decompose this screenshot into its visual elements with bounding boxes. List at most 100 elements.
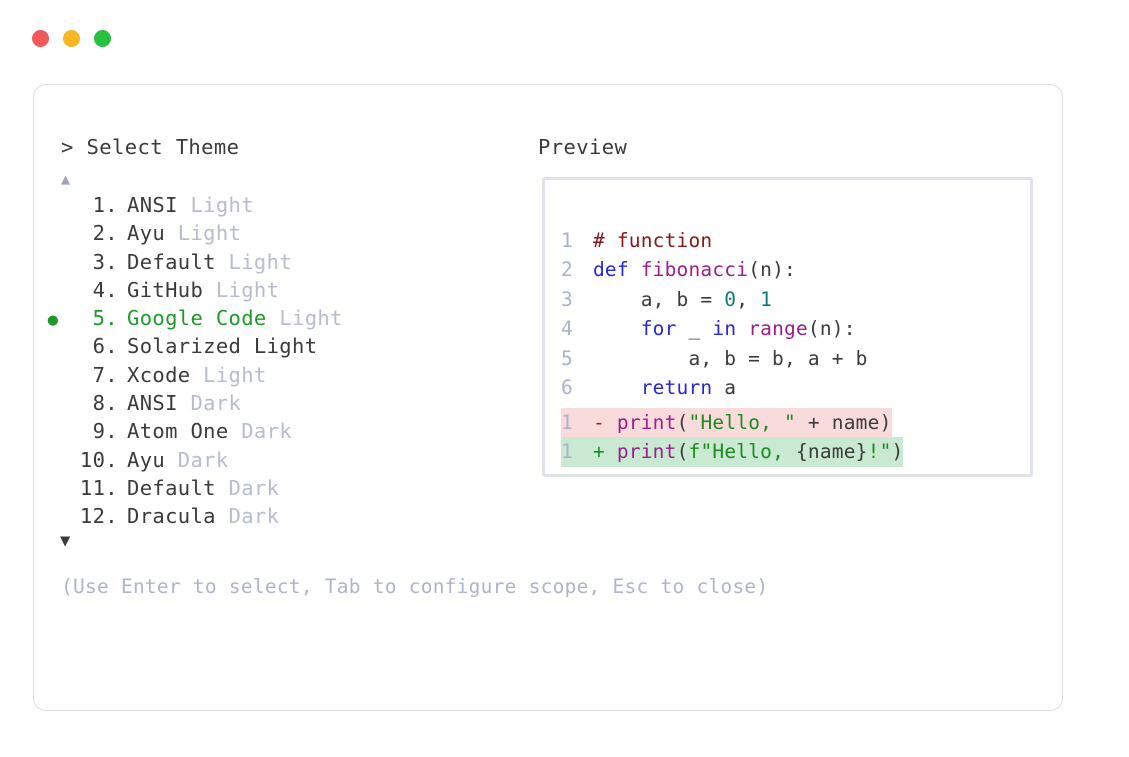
theme-variant-tag: Light: [165, 221, 242, 246]
code-token: # function: [592, 229, 713, 252]
code-token: print: [616, 440, 677, 464]
theme-name: Default: [127, 475, 216, 500]
code-token: _: [676, 317, 713, 341]
theme-selector-card: > Select Theme Preview ▲ ●1.ANSI Light●2…: [33, 84, 1063, 711]
theme-list-item[interactable]: ●7.Xcode Light: [34, 363, 524, 391]
theme-name: GitHub: [127, 277, 204, 302]
line-number: 5: [561, 346, 573, 370]
window-titlebar: [32, 30, 111, 47]
code-token: ,: [736, 287, 761, 311]
theme-variant-tag: Dark: [177, 391, 242, 416]
theme-name: ANSI: [127, 193, 178, 217]
theme-list-item[interactable]: ● 8. ANSI Dark: [34, 391, 524, 419]
code-token: 0: [724, 287, 737, 311]
line-number: 1: [561, 229, 573, 252]
theme-index: 8.: [92, 391, 118, 416]
selected-bullet-icon: ●: [34, 508, 72, 528]
theme-variant-tag: Light: [266, 306, 343, 331]
theme-list-panel: ▲ ●1.ANSI Light●2.Ayu Light●3.Default Li…: [34, 171, 524, 555]
theme-index: 1.: [92, 193, 118, 217]
theme-list-item[interactable]: ●3.Default Light: [34, 250, 524, 278]
selected-bullet-icon: ●: [34, 254, 72, 274]
code-token: 1: [760, 287, 773, 311]
theme-index: 7.: [92, 362, 118, 387]
code-token: a, b = b, a + b: [592, 346, 868, 370]
theme-list-item[interactable]: ●9.Atom One Dark: [34, 419, 524, 447]
code-token: {name}: [795, 440, 868, 464]
theme-name: Xcode: [127, 362, 191, 387]
theme-list-item[interactable]: ●4.GitHub Light: [34, 278, 524, 306]
code-token: print: [616, 411, 677, 434]
code-token: [736, 317, 748, 340]
diff-removed-line: 1 - print("Hello, " + name): [561, 408, 892, 438]
close-button[interactable]: [32, 30, 49, 47]
prompt-header: > Select Theme: [61, 135, 239, 159]
selected-bullet-icon: ●: [34, 338, 72, 358]
theme-list-item[interactable]: ●2.Ayu Light: [34, 221, 524, 249]
theme-list-item[interactable]: ●11.Default Dark: [34, 476, 524, 504]
code-token: [593, 317, 641, 340]
code-token: + name): [795, 411, 892, 434]
theme-name: Dracula: [127, 504, 216, 529]
page-title: Select Theme: [86, 135, 240, 159]
code-token: ): [891, 440, 904, 464]
diff-added-line: 1 + print(f"Hello, {name}!"): [561, 437, 904, 467]
theme-index: 5.: [92, 306, 118, 331]
selected-bullet-icon: ●: [34, 225, 72, 245]
code-token: (: [676, 440, 689, 464]
code-token: [593, 376, 641, 399]
scroll-down-icon[interactable]: ▼: [60, 530, 71, 551]
code-line: 5 a, b = b, a + b: [561, 344, 868, 373]
diff-sign: -: [592, 411, 605, 434]
code-token: f"Hello,: [688, 440, 796, 464]
selected-bullet-icon: ●: [34, 423, 72, 443]
selected-bullet-icon: ●: [34, 480, 72, 500]
selected-bullet-icon: ●: [34, 395, 72, 415]
code-token: "Hello, ": [688, 411, 796, 434]
code-token: in: [712, 317, 737, 341]
theme-variant-tag: Dark: [165, 447, 229, 472]
selected-bullet-icon: ●: [34, 452, 72, 472]
code-token: for: [640, 317, 677, 341]
code-token: a: [712, 375, 737, 399]
code-token: (n):: [807, 317, 856, 341]
diff-sign: +: [592, 440, 605, 464]
line-number: 1: [561, 411, 573, 434]
scroll-up-icon[interactable]: ▲: [61, 170, 71, 188]
code-line: 2 def fibonacci(n):: [561, 255, 868, 284]
theme-list-item[interactable]: ●10.Ayu Dark: [34, 448, 524, 476]
theme-variant-tag: Dark: [215, 504, 280, 529]
theme-name: Google Code: [127, 306, 267, 331]
theme-index: 12.: [79, 504, 118, 529]
minimize-button[interactable]: [63, 30, 80, 47]
theme-list-item[interactable]: ●6.Solarized Light: [34, 334, 524, 362]
preview-header: Preview: [538, 135, 628, 159]
theme-variant-tag: Dark: [215, 475, 280, 500]
line-number: 2: [561, 258, 573, 282]
code-token: !": [867, 440, 892, 464]
code-token: range: [748, 317, 808, 341]
maximize-button[interactable]: [94, 30, 111, 47]
selected-bullet-icon: ●: [34, 282, 72, 302]
theme-index: 6.: [92, 334, 118, 359]
code-line: 6 return a: [561, 373, 868, 402]
theme-list-item[interactable]: ●5.Google Code Light: [34, 306, 524, 334]
theme-name: ANSI: [127, 391, 178, 416]
theme-name: Default: [127, 249, 216, 274]
code-line: 1 # function: [561, 226, 868, 255]
theme-list-item[interactable]: ● 12. Dracula Dark: [34, 504, 524, 532]
theme-index: 3.: [92, 249, 118, 274]
code-line: 3 a, b = 0, 1: [561, 285, 868, 314]
theme-variant-tag: Light: [203, 277, 280, 302]
line-number: 3: [561, 287, 573, 311]
diff-preview: 1 - print("Hello, " + name)1 + print(f"H…: [561, 408, 904, 467]
line-number: 6: [561, 375, 573, 399]
theme-list-item[interactable]: ● 1. ANSI Light: [34, 193, 524, 221]
theme-list: ●1.ANSI Light●2.Ayu Light●3.Default Ligh…: [34, 193, 524, 533]
theme-name: Atom One: [127, 419, 229, 444]
code-token: def: [592, 258, 641, 282]
theme-variant-tag: Light: [177, 193, 254, 217]
selected-bullet-icon: ●: [34, 367, 72, 387]
selected-bullet-icon: ●: [34, 197, 72, 217]
line-number: 1: [561, 440, 573, 464]
